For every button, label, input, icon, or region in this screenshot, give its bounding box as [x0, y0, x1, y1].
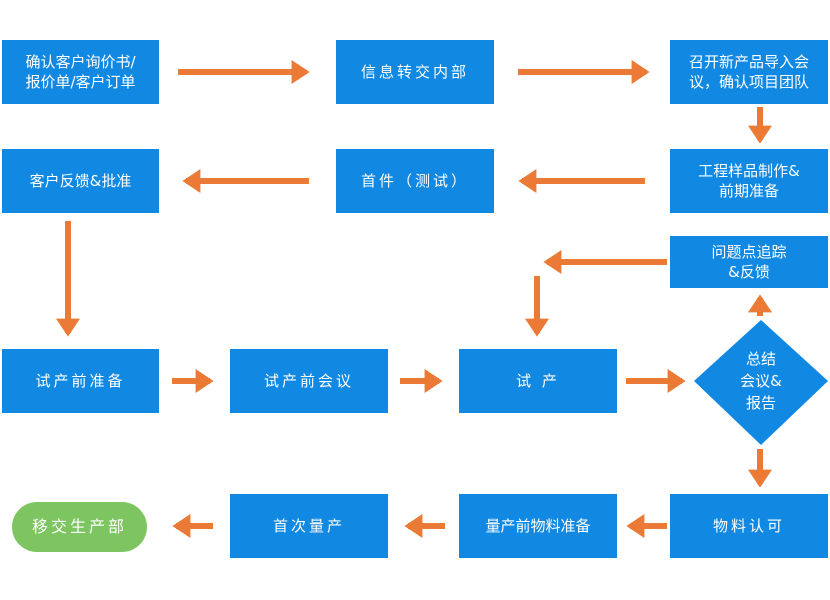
node-first-article: 首件（测试） — [336, 149, 494, 213]
node-pre-trial-meeting: 试产前会议 — [230, 349, 388, 413]
node-first-mass: 首次量产 — [230, 494, 388, 558]
node-sample-prep: 工程样品制作& 前期准备 — [670, 149, 828, 213]
node-material-approval: 物料认可 — [670, 494, 828, 558]
node-trial-production: 试 产 — [459, 349, 617, 413]
node-info-transfer: 信息转交内部 — [336, 40, 494, 104]
node-pre-mass-material: 量产前物料准备 — [459, 494, 617, 558]
node-confirm-inquiry: 确认客户询价书/ 报价单/客户订单 — [2, 40, 159, 104]
summary-diamond-shape — [694, 320, 828, 445]
node-transfer-production: 移交生产部 — [12, 502, 147, 552]
node-customer-feedback: 客户反馈&批准 — [2, 149, 159, 213]
node-summary-report: 总结 会议& 报告 — [740, 350, 782, 412]
node-npi-meeting: 召开新产品导入会 议，确认项目团队 — [670, 40, 828, 104]
node-issue-tracking: 问题点追踪 &反馈 — [670, 236, 828, 288]
node-pre-trial-prep: 试产前准备 — [2, 349, 159, 413]
